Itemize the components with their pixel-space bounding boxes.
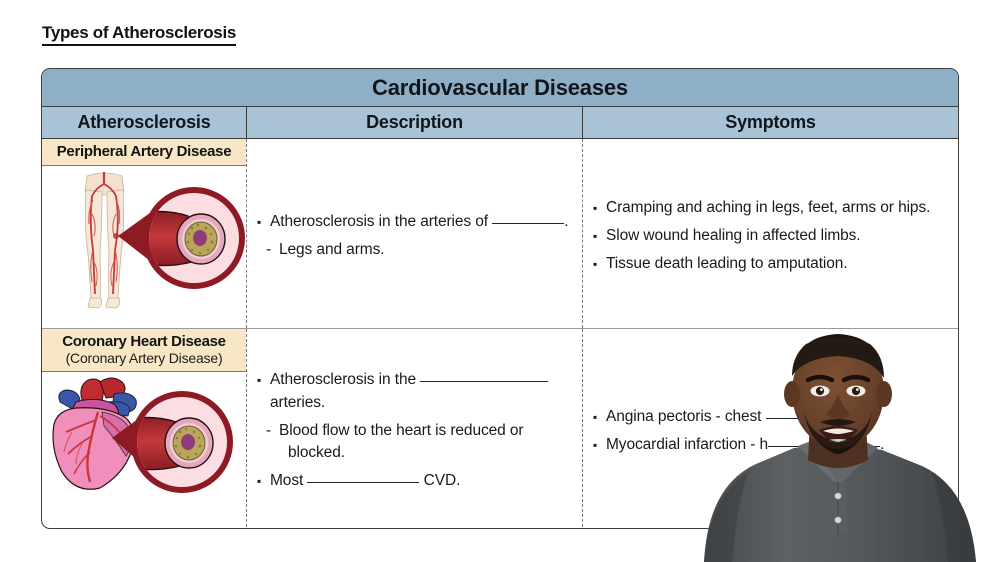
- description-subbullet: - Blood flow to the heart is reduced or: [257, 421, 570, 440]
- symptom-text: Angina pectoris - chest: [606, 407, 762, 425]
- description-text: Atherosclerosis in the: [270, 371, 416, 389]
- fill-in-blank: [492, 223, 565, 225]
- cardiovascular-diseases-table: Cardiovascular Diseases Atherosclerosis …: [41, 68, 959, 529]
- description-continuation: arteries.: [257, 393, 570, 412]
- legs-artery-diagram: [42, 166, 246, 355]
- fill-in-blank: [420, 381, 549, 383]
- bullet-icon: ▪: [593, 201, 598, 216]
- description-subbullet: - Legs and arms.: [257, 241, 570, 259]
- fill-in-blank: [307, 482, 420, 484]
- symptom-bullet: ▪ Myocardial infarction - h.: [593, 435, 946, 454]
- disease-cell-peripheral-artery-disease: Peripheral Artery Disease: [42, 139, 247, 328]
- table-header-row: Atherosclerosis Description Symptoms: [42, 107, 958, 139]
- bullet-icon: ▪: [257, 215, 262, 230]
- description-period: .: [564, 213, 569, 231]
- column-header-atherosclerosis: Atherosclerosis: [42, 107, 247, 138]
- description-continuation: blocked.: [257, 445, 570, 462]
- description-bullet: ▪ Atherosclerosis in the: [257, 371, 570, 389]
- description-cell-peripheral-artery-disease: ▪ Atherosclerosis in the arteries of . -…: [247, 139, 583, 328]
- symptom-bullet: ▪ Tissue death leading to amputation.: [593, 254, 946, 273]
- symptom-text: Cramping and aching in legs, feet, arms …: [606, 199, 931, 217]
- column-header-description: Description: [247, 107, 583, 138]
- bullet-icon: ▪: [593, 256, 598, 271]
- disease-alt-name: (Coronary Artery Disease): [65, 350, 223, 367]
- description-text: Atherosclerosis in the arteries of: [270, 213, 489, 231]
- description-text-block: ▪ Atherosclerosis in the arteries. - Blo…: [247, 329, 582, 527]
- symptom-bullet: ▪ Slow wound healing in affected limbs.: [593, 227, 946, 245]
- symptom-text: Slow wound healing in affected limbs.: [606, 227, 861, 245]
- bullet-icon: ▪: [593, 409, 598, 424]
- description-subtext: blocked.: [288, 444, 345, 462]
- disease-cell-coronary-heart-disease: Coronary Heart Disease (Coronary Artery …: [42, 329, 247, 527]
- bullet-icon: ▪: [593, 437, 598, 452]
- disease-label-peripheral-artery-disease: Peripheral Artery Disease: [42, 139, 246, 167]
- description-subtext: Legs and arms.: [279, 241, 385, 258]
- symptoms-text-block: ▪ Angina pectoris - chest ▪ Myocardial i…: [583, 329, 958, 527]
- symptom-bullet: ▪ Cramping and aching in legs, feet, arm…: [593, 200, 946, 217]
- description-text: Most: [270, 472, 304, 490]
- symptom-text: Myocardial infarction - h: [606, 435, 769, 453]
- disease-name: Coronary Heart Disease: [62, 333, 226, 350]
- symptom-bullet: ▪ Angina pectoris - chest: [593, 407, 946, 426]
- description-bullet: ▪ Most CVD.: [257, 472, 570, 490]
- page-title: Types of Atherosclerosis: [42, 23, 236, 46]
- symptom-text: Tissue death leading to amputation.: [606, 254, 848, 272]
- heart-artery-diagram: [42, 372, 246, 528]
- description-subtext: Blood flow to the heart is reduced or: [279, 421, 524, 439]
- symptom-period: .: [880, 435, 885, 453]
- description-text-block: ▪ Atherosclerosis in the arteries of . -…: [247, 139, 582, 328]
- bullet-icon: ▪: [257, 474, 262, 489]
- bullet-icon: ▪: [593, 229, 598, 244]
- column-header-symptoms: Symptoms: [725, 112, 816, 132]
- table-banner: Cardiovascular Diseases: [42, 69, 958, 107]
- description-text-tail: CVD.: [423, 472, 461, 490]
- description-cell-coronary-heart-disease: ▪ Atherosclerosis in the arteries. - Blo…: [247, 329, 583, 527]
- description-text: arteries.: [270, 393, 326, 411]
- disease-label-coronary-heart-disease: Coronary Heart Disease (Coronary Artery …: [42, 329, 246, 373]
- dash-icon: -: [266, 241, 272, 258]
- disease-name: Peripheral Artery Disease: [56, 143, 232, 160]
- description-bullet: ▪ Atherosclerosis in the arteries of .: [257, 213, 570, 231]
- symptoms-cell-peripheral-artery-disease: ▪ Cramping and aching in legs, feet, arm…: [583, 139, 958, 328]
- fill-in-blank: [765, 417, 838, 419]
- symptoms-text-block: ▪ Cramping and aching in legs, feet, arm…: [583, 139, 958, 328]
- bullet-icon: ▪: [257, 373, 262, 388]
- fill-in-blank: [768, 445, 881, 447]
- table-banner-title: Cardiovascular Diseases: [372, 74, 628, 100]
- table-row: Coronary Heart Disease (Coronary Artery …: [42, 328, 958, 527]
- symptoms-cell-coronary-heart-disease: ▪ Angina pectoris - chest ▪ Myocardial i…: [583, 329, 958, 527]
- table-row: Peripheral Artery Disease: [42, 139, 958, 328]
- dash-icon: -: [266, 421, 272, 439]
